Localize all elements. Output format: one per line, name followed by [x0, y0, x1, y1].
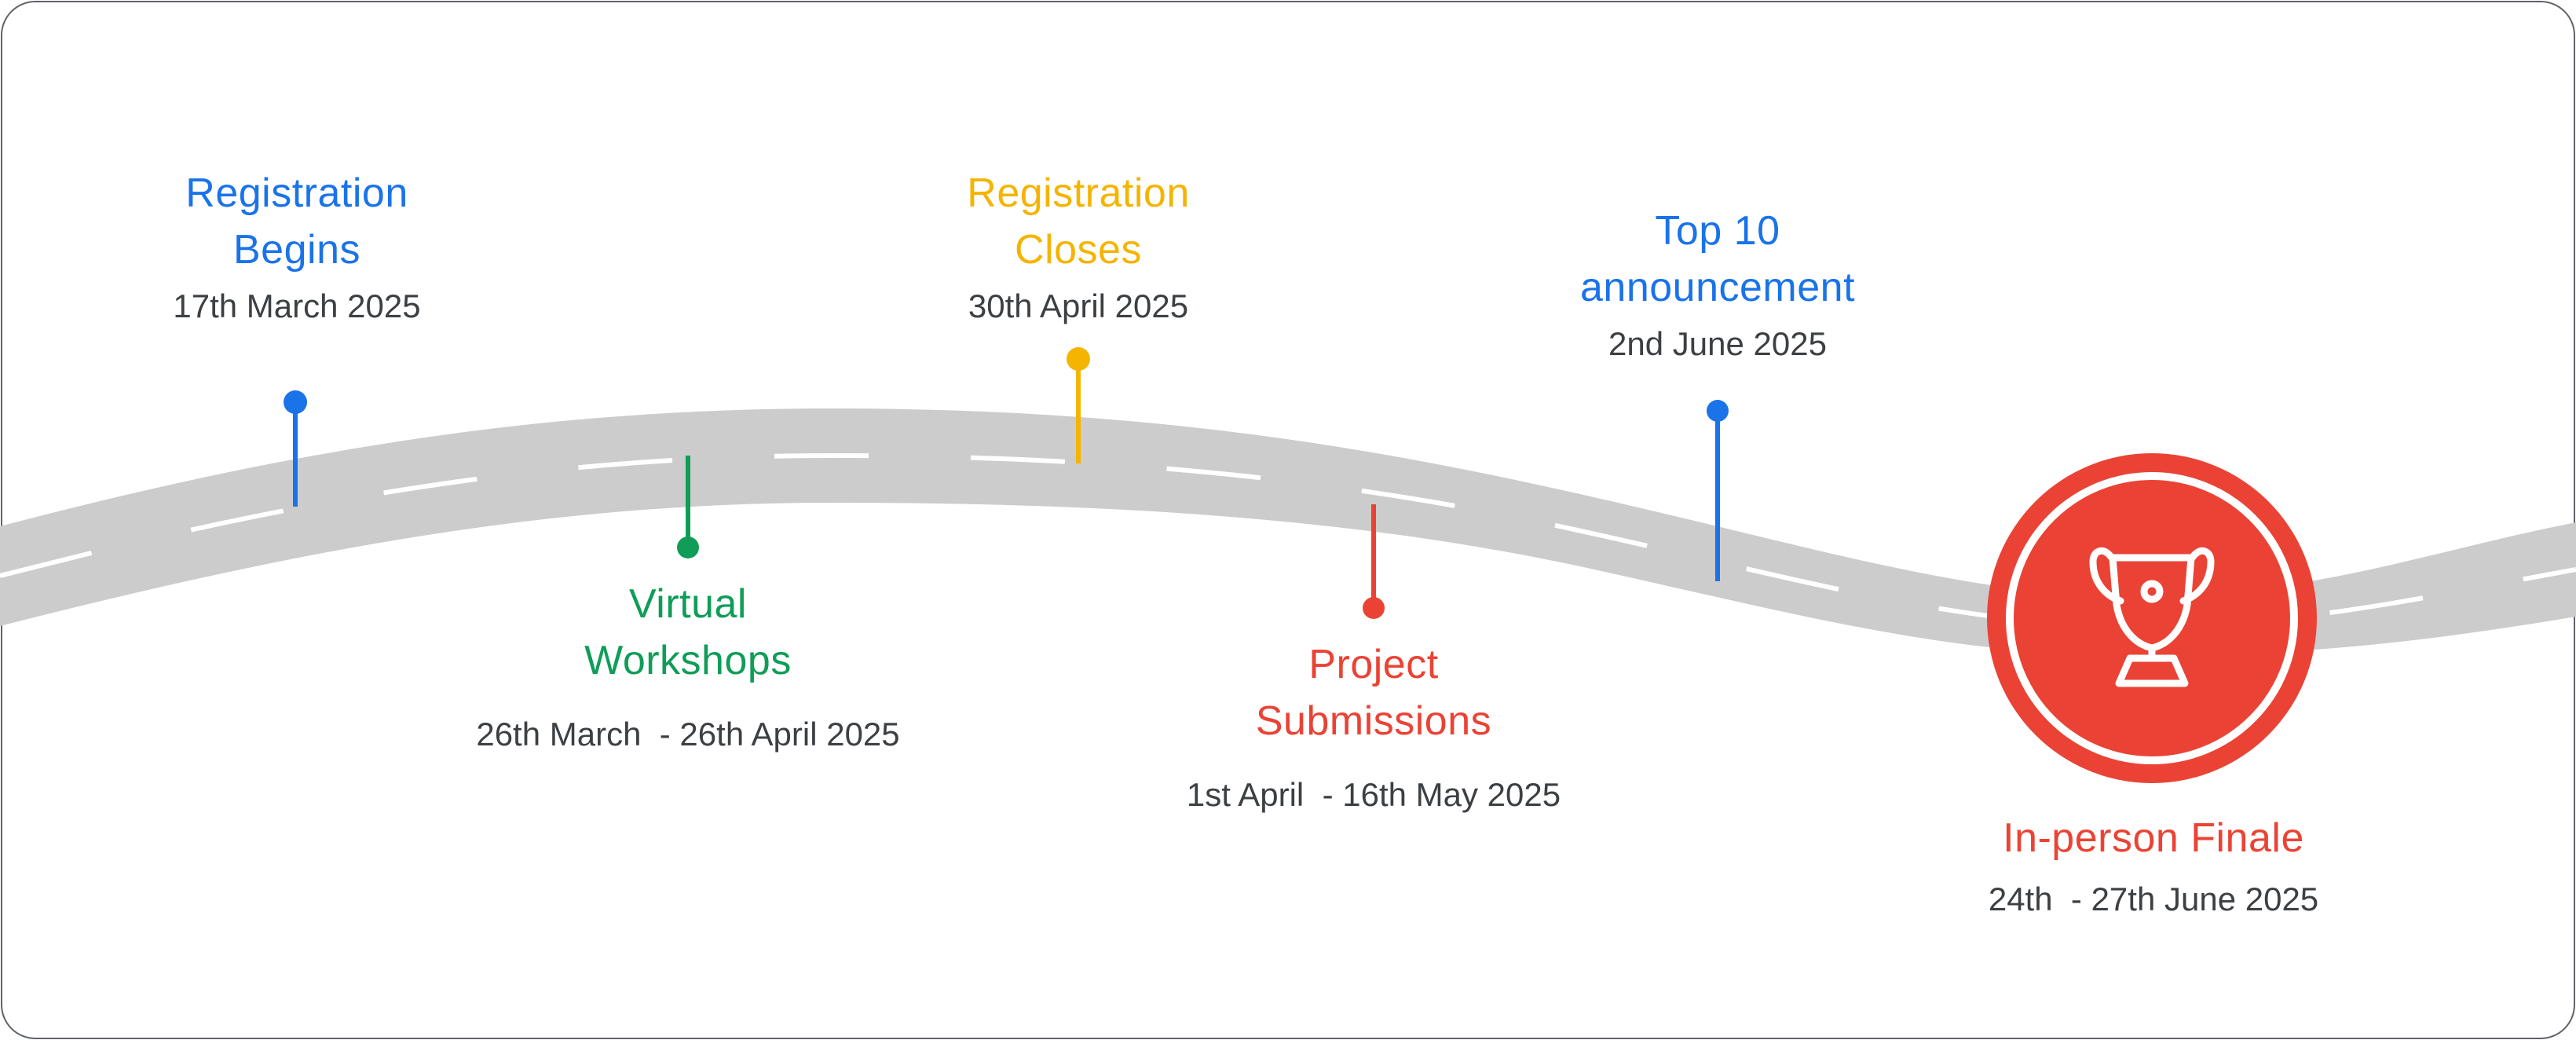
milestone-title-line1: Top 10: [1655, 208, 1780, 254]
milestone-title-line2: announcement: [1579, 265, 1856, 310]
milestone-title: Top 10 announcement: [1580, 203, 1855, 316]
milestone-title-line2: Closes: [1015, 227, 1142, 273]
milestone-title-line2: Submissions: [1255, 698, 1492, 744]
milestone-project-submissions: Project Submissions 1st April - 16th May…: [1187, 636, 1561, 817]
milestone-date: 1st April - 16th May 2025: [1186, 776, 1561, 813]
milestone-title-line2: Workshops: [584, 638, 792, 683]
trophy-icon: [2089, 547, 2215, 687]
milestone-title-line1: Project: [1308, 642, 1439, 687]
milestone-title: Registration Begins: [173, 165, 420, 278]
milestone-registration-closes: Registration Closes 30th April 2025: [967, 165, 1189, 328]
milestone-title: In-person Finale: [2003, 815, 2304, 861]
milestone-title-line2: Begins: [233, 227, 360, 273]
milestone-title-line1: Registration: [185, 170, 408, 216]
milestone-in-person-finale: In-person Finale 24th - 27th June 2025: [1989, 810, 2318, 921]
marker-registration-begins: [284, 390, 307, 507]
milestone-registration-begins: Registration Begins 17th March 2025: [173, 165, 420, 328]
milestone-date: 26th March - 26th April 2025: [476, 716, 900, 753]
road: [0, 408, 2576, 656]
milestone-title-line1: Registration: [967, 170, 1190, 216]
marker-virtual-workshops: [677, 456, 699, 558]
finale-badge: [1987, 453, 2317, 783]
milestone-date: 2nd June 2025: [1608, 325, 1827, 362]
milestone-title: Virtual Workshops: [476, 576, 899, 689]
marker-top10-announcement: [1707, 400, 1729, 581]
milestone-date: 30th April 2025: [968, 287, 1189, 324]
marker-registration-closes: [1067, 347, 1090, 463]
milestone-title: Registration Closes: [967, 165, 1189, 278]
milestone-date: 24th - 27th June 2025: [1988, 881, 2319, 917]
milestone-title: Project Submissions: [1187, 636, 1561, 749]
milestone-virtual-workshops: Virtual Workshops 26th March - 26th Apri…: [476, 576, 899, 756]
milestone-top10-announcement: Top 10 announcement 2nd June 2025: [1580, 203, 1855, 366]
milestone-date: 17th March 2025: [173, 287, 421, 324]
milestone-title-line1: Virtual: [629, 581, 747, 627]
marker-project-submissions: [1363, 504, 1385, 619]
